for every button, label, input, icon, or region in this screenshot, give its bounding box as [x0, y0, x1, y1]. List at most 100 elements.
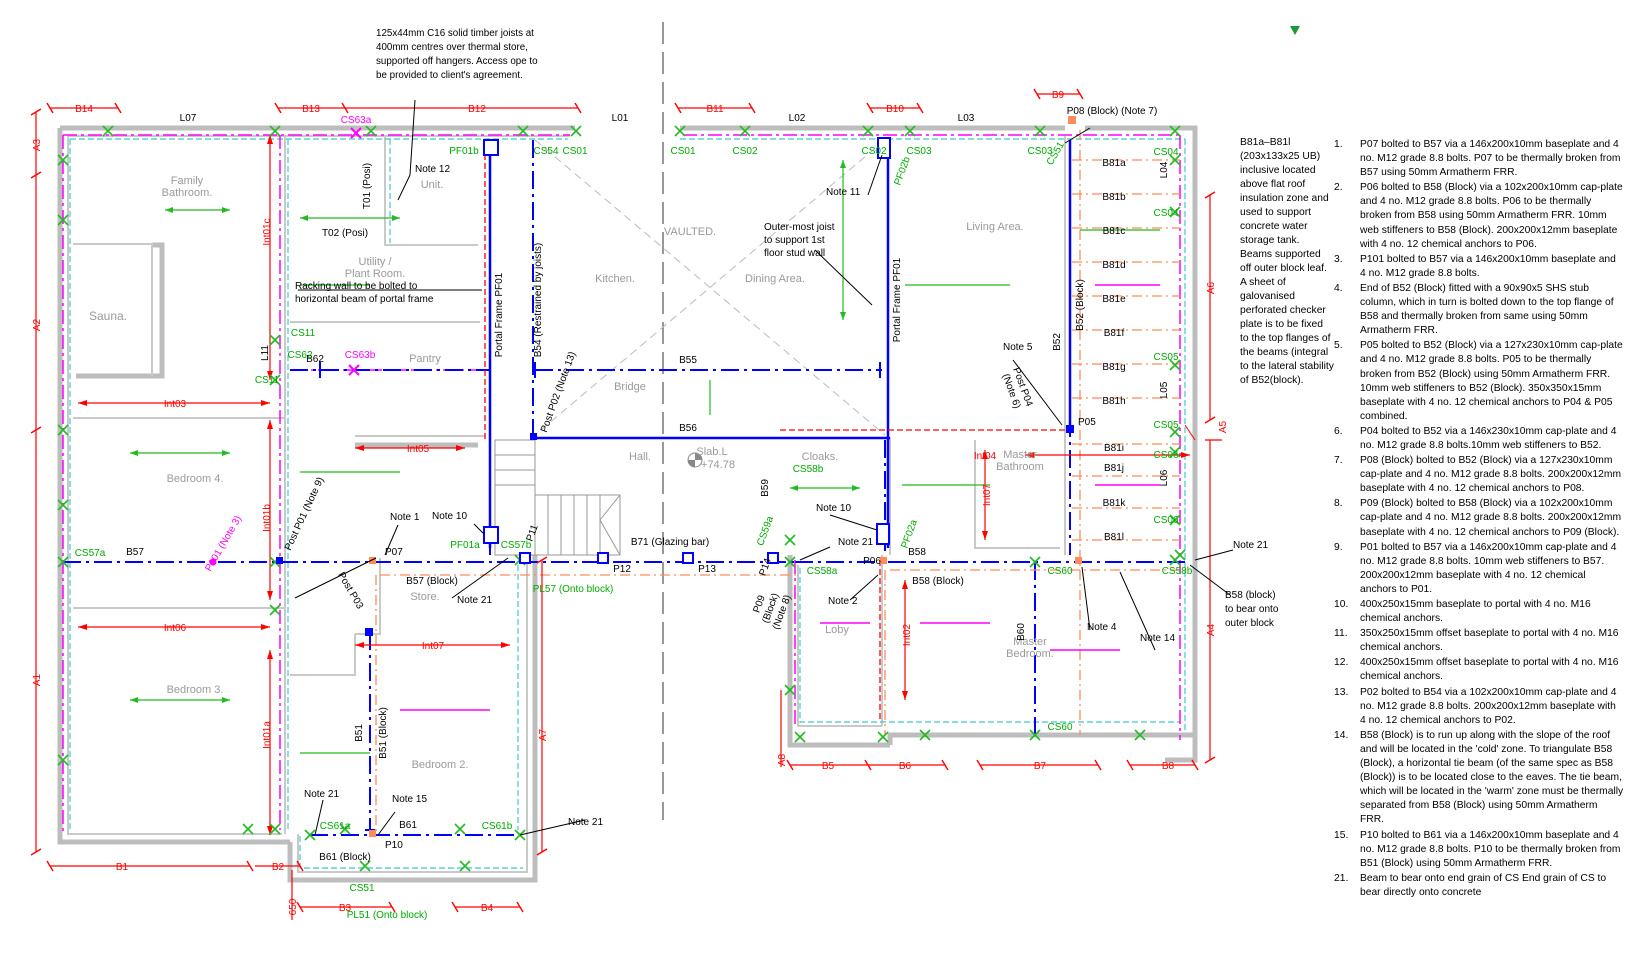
cs-label-cs01-b: CS01: [670, 146, 695, 157]
beam-label-l03: L03: [958, 113, 975, 124]
beam-label-b52: B52: [1052, 333, 1063, 351]
post-label-p01: Post P01 (Note 9): [283, 476, 327, 553]
leader-lines: [294, 99, 1234, 836]
room-label-bedroom-3: Bedroom 3.: [167, 684, 224, 696]
dimension-lines: [35, 93, 1222, 920]
beam-label-b81b: B81b: [1102, 192, 1126, 203]
room-label-bedroom-4: Bedroom 4.: [167, 473, 224, 485]
beam-label-b62: B62: [306, 354, 324, 365]
dim-label-int07-bathroom: Int07: [982, 483, 993, 506]
room-label-loby: Loby: [825, 624, 849, 636]
note-item: 14. B58 (Block) is to run up along with t…: [1334, 729, 1624, 828]
cross-marker-icon: [904, 125, 916, 137]
note-number: 12.: [1334, 657, 1349, 669]
dim-label-b5: B5: [822, 761, 835, 772]
post-label-p08: P08 (Block) (Note 7): [1067, 106, 1158, 117]
cross-marker-icon: [359, 860, 371, 872]
beam-label-b59: B59: [760, 479, 771, 497]
dim-label-a7: A7: [538, 728, 549, 741]
note-item: 12.400x250x15mm offset baseplate to port…: [1334, 656, 1624, 684]
cross-marker-icon: [1169, 125, 1181, 137]
note-text: End of B52 (Block) fitted with a 90x90x5…: [1360, 282, 1614, 337]
beam-label-l06: L06: [1159, 469, 1170, 486]
cross-marker-icon: [57, 499, 69, 511]
dim-label-a5: A5: [1218, 420, 1229, 433]
orange-block-beams: [375, 130, 1190, 835]
structural-notes-list: 1.P07 bolted to B57 via a 146x200x10mm b…: [1334, 138, 1624, 901]
note-number: 8.: [1334, 498, 1343, 510]
cross-marker-icon: [794, 731, 806, 743]
beam-label-b81l: B81l: [1104, 532, 1124, 543]
callout-note-10-b: Note 10: [816, 503, 851, 514]
cross-marker-icon: [269, 125, 281, 137]
callout-note-10: Note 10: [432, 511, 467, 522]
dimension-arrows: [78, 135, 1190, 835]
cs-label-cs57b: CS57b: [501, 540, 532, 551]
post-label-p13: P13: [698, 564, 716, 575]
level-label: Slab.L: [696, 446, 727, 458]
cross-marker-icon: [269, 604, 281, 616]
cs-label-cs58a: CS58a: [807, 566, 838, 577]
cross-marker-icon: [1174, 549, 1186, 561]
room-label-bedroom-2: Bedroom 2.: [412, 759, 469, 771]
blue-beams: [63, 140, 1190, 836]
cross-marker-icon: [269, 334, 281, 346]
note-item: 21.Beam to bear onto end grain of CS End…: [1334, 872, 1624, 900]
beam-label-l01: L01: [612, 113, 629, 124]
beam-label-b81a: B81a: [1102, 158, 1126, 169]
cross-marker-icon: [784, 684, 796, 696]
dim-label-int07: Int07: [422, 641, 445, 652]
callout-note-11: Note 11: [826, 187, 861, 198]
cross-marker-icon: [674, 125, 686, 137]
cs-label-cs02: CS02: [732, 146, 757, 157]
beam-label-b81h: B81h: [1102, 396, 1125, 407]
beam-label-b56: B56: [679, 423, 697, 434]
cross-marker-icon: [1169, 359, 1181, 371]
note-item: 4. End of B52 (Block) fitted with a 90x90…: [1334, 282, 1624, 338]
post-label-p07: P07: [385, 547, 403, 558]
cs-label-cs59a: CS59a: [755, 514, 776, 547]
note-number: 14.: [1334, 729, 1349, 741]
note-number: 7.: [1334, 455, 1343, 467]
post-label-p12: P12: [613, 564, 631, 575]
note-number: 4.: [1334, 282, 1343, 294]
dim-label-a8: A8: [777, 753, 788, 766]
note-number: 11.: [1334, 628, 1348, 640]
note-number: 3.: [1334, 253, 1343, 265]
dim-label-int04: Int04: [974, 451, 997, 462]
cs-label-cs58b: CS58b: [793, 464, 824, 475]
cross-marker-icon: [1029, 556, 1041, 568]
note-item: 8.P09 (Block) bolted to B58 (Block) via …: [1334, 497, 1624, 539]
dim-label-b11: B11: [706, 104, 723, 115]
blue-columns: [483, 137, 891, 564]
room-label-cloaks: Cloaks.: [802, 451, 839, 463]
note-number: 1.: [1334, 139, 1343, 150]
note-text: P04 bolted to B52 via a 146x230x10mm cap…: [1360, 425, 1617, 451]
cross-marker-icon: [1169, 514, 1181, 526]
note-text: B58 (Block) is to run up along with the …: [1360, 729, 1624, 826]
cs-label-cs06: CS06: [1153, 450, 1178, 461]
dim-label-650: 650: [288, 898, 299, 915]
cs-label-cs06-b: CS06: [1153, 515, 1178, 526]
cross-marker-icon: [1134, 729, 1146, 741]
cross-marker-icon: [570, 125, 582, 137]
room-label-sauna: Sauna.: [89, 309, 127, 323]
cs-label-cs11-b: CS11: [255, 375, 280, 386]
post-label-p05: P05: [1078, 417, 1096, 428]
note-number: 2.: [1334, 182, 1343, 194]
room-label-kitchen: Kitchen.: [595, 273, 635, 285]
beam-label-l02: L02: [789, 113, 806, 124]
dim-label-b3: B3: [339, 903, 352, 914]
vaulted-diagonals: [534, 139, 886, 436]
room-label-bridge: Bridge: [614, 381, 646, 393]
note-item: 13.P02 bolted to B54 via a 102x200x10mm …: [1334, 686, 1624, 728]
dim-label-b8: B8: [1162, 761, 1175, 772]
callout-note-21-e: Note 21: [304, 789, 339, 800]
post-markers: [209, 116, 1082, 837]
dim-label-b10: B10: [886, 104, 904, 115]
